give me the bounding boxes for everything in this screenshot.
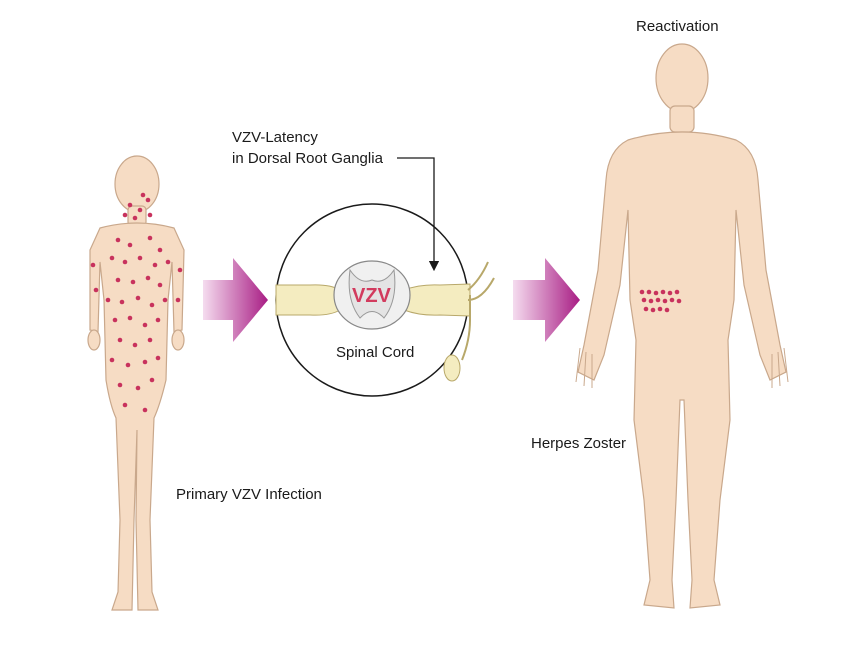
- transition-arrow-2: [513, 258, 580, 342]
- latency-label-line1: VZV-Latency: [232, 129, 318, 146]
- latency-pointer-arrow: [397, 157, 440, 272]
- latency-label-line2: in Dorsal Root Ganglia: [232, 150, 384, 167]
- reactivation-label: Reactivation: [636, 18, 719, 35]
- transition-arrow-1: [203, 258, 268, 342]
- herpes-zoster-label: Herpes Zoster: [531, 435, 626, 452]
- spinal-cord-label: Spinal Cord: [336, 344, 414, 361]
- adult-zoster-rash: [639, 289, 682, 313]
- primary-infection-label: Primary VZV Infection: [176, 486, 322, 503]
- child-rash-spots: [90, 192, 183, 413]
- spinal-cord-illustration: [275, 203, 495, 397]
- vzv-label: VZV: [352, 285, 392, 307]
- child-figure: [87, 155, 185, 611]
- adult-figure: [575, 43, 789, 609]
